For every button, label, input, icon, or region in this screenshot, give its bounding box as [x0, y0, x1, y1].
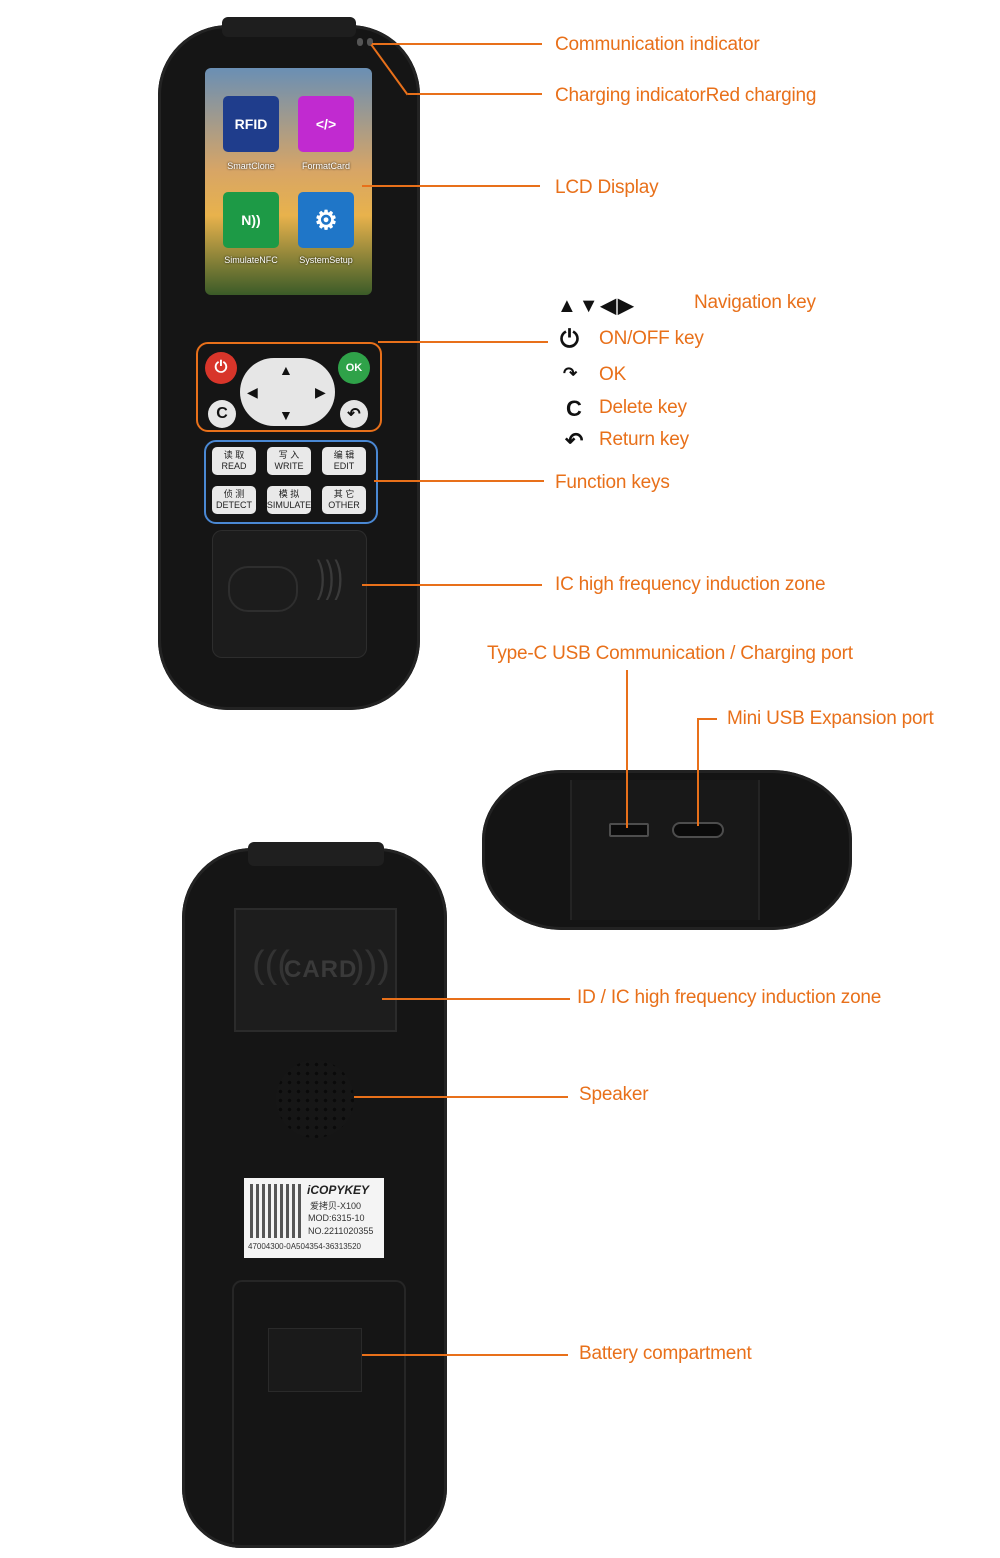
label-lcd-display: LCD Display: [555, 177, 659, 198]
label-ok: OK: [599, 364, 627, 385]
device-back-top-clip: [248, 842, 384, 866]
label-battery: Battery compartment: [579, 1343, 752, 1364]
callout-line-battery: [362, 1354, 568, 1356]
sticker-model: 爱拷贝-X100: [310, 1201, 362, 1211]
return-icon: ↶: [347, 406, 361, 423]
label-function-keys: Function keys: [555, 472, 670, 493]
charging-indicator-led: [367, 38, 373, 46]
navigation-dpad[interactable]: [240, 358, 335, 426]
return-legend-icon: ↶: [565, 428, 584, 453]
callout-line-function: [374, 480, 544, 482]
label-typec-port: Type-C USB Communication / Charging port: [487, 643, 853, 664]
ports-panel: [570, 780, 760, 920]
power-legend-icon: ⏻: [560, 326, 579, 353]
callout-line-charge: [408, 93, 542, 95]
systemsetup-app-icon[interactable]: ⚙: [298, 192, 354, 248]
label-mini-usb-port: Mini USB Expansion port: [727, 708, 934, 729]
label-communication-indicator: Communication indicator: [555, 34, 760, 55]
nav-arrows-icon: ▲▼◀▶: [557, 295, 636, 317]
callout-line-typec-v: [626, 670, 628, 828]
chip-icon: [228, 566, 298, 612]
power-button[interactable]: ⏻: [205, 352, 237, 384]
callout-line-ic: [362, 584, 542, 586]
label-return-key: Return key: [599, 429, 689, 450]
nfc-waves-icon: ))): [316, 552, 344, 601]
control-keypad-frame: [196, 342, 382, 432]
return-button[interactable]: ↶: [340, 400, 368, 428]
card-waves-icon: (((: [252, 944, 290, 986]
card-label: CARD: [284, 956, 358, 983]
battery-latch[interactable]: [268, 1328, 362, 1392]
label-delete-key: Delete key: [599, 397, 687, 418]
smartclone-app-icon[interactable]: RFID: [223, 96, 279, 152]
systemsetup-caption: SystemSetup: [299, 255, 353, 265]
device-top-clip: [222, 17, 356, 37]
callout-line-comm: [372, 43, 542, 45]
callout-line-mini-h: [697, 718, 717, 720]
mini-usb-port[interactable]: [609, 823, 649, 837]
qr-code: [250, 1184, 304, 1238]
simulatenfc-caption: SimulateNFC: [224, 255, 278, 265]
label-ic-zone: IC high frequency induction zone: [555, 574, 826, 595]
sticker-no: NO.2211020355: [308, 1226, 374, 1236]
smartclone-caption: SmartClone: [227, 161, 275, 171]
sticker-brand: iCOPYKEY: [307, 1183, 370, 1197]
nav-right-icon[interactable]: ▶: [315, 384, 326, 400]
formatcard-app-icon[interactable]: </>: [298, 96, 354, 152]
callout-line-lcd: [362, 185, 540, 187]
id-ic-induction-zone: [234, 908, 397, 1032]
nav-up-icon[interactable]: ▲: [279, 362, 293, 378]
sticker-serial: 47004300-0A504354-36313520: [248, 1242, 361, 1251]
callout-line-mini-v: [697, 718, 699, 826]
simulatenfc-app-icon[interactable]: N)): [223, 192, 279, 248]
formatcard-caption: FormatCard: [301, 161, 350, 171]
label-onoff-key: ON/OFF key: [599, 328, 704, 349]
label-speaker: Speaker: [579, 1084, 649, 1105]
lcd-display: RFID SmartClone </> FormatCard N)) Simul…: [205, 68, 372, 295]
label-navigation-key: Navigation key: [694, 292, 816, 313]
ok-legend-icon: ↷: [563, 364, 578, 383]
label-charging-indicator: Charging indicatorRed charging: [555, 85, 817, 106]
battery-compartment[interactable]: [232, 1280, 406, 1542]
communication-indicator-led: [357, 38, 363, 46]
label-id-ic-zone: ID / IC high frequency induction zone: [577, 987, 882, 1008]
callout-line-speaker: [354, 1096, 568, 1098]
nav-down-icon[interactable]: ▼: [279, 407, 293, 423]
delete-legend-icon: C: [566, 396, 582, 421]
function-keys-frame: [204, 440, 378, 524]
callout-line-idic: [382, 998, 570, 1000]
ok-button[interactable]: OK: [338, 352, 370, 384]
delete-button[interactable]: C: [208, 400, 236, 428]
card-waves-right-icon: ))): [352, 944, 390, 986]
power-icon: ⏻: [214, 359, 228, 376]
nav-left-icon[interactable]: ◀: [247, 384, 258, 400]
speaker-grille: [276, 1060, 354, 1138]
callout-line-keypad: [378, 341, 548, 343]
sticker-mod: MOD:6315-10: [308, 1213, 365, 1223]
